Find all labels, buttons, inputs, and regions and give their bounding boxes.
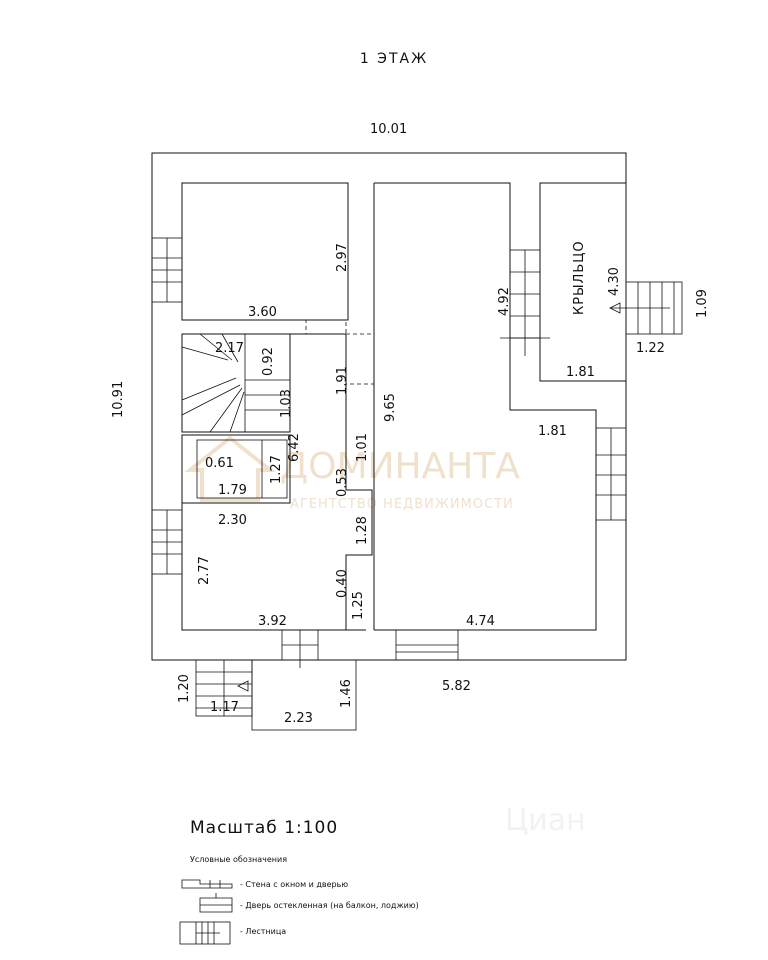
dim-bottom-582: 5.82 xyxy=(442,679,471,694)
legend-item-stair: - Лестница xyxy=(240,927,287,936)
door-opening-hall xyxy=(345,333,375,385)
bathroom xyxy=(181,434,291,504)
room-top-left xyxy=(181,182,349,321)
window-left-top xyxy=(151,237,183,303)
dim-hall-053: 0.53 xyxy=(335,468,350,497)
window-bottom xyxy=(395,629,459,661)
dim-top-width: 10.01 xyxy=(370,122,407,137)
legend-wall-icon xyxy=(181,879,233,889)
watermark-sub: АГЕНТСТВО НЕДВИЖИМОСТИ xyxy=(290,497,514,512)
dim-step-223: 2.23 xyxy=(284,711,313,726)
dim-bath-127: 1.27 xyxy=(269,455,284,484)
dim-room-bl-277: 2.77 xyxy=(197,556,212,585)
dim-stair-092: 0.92 xyxy=(261,347,276,376)
porch-label: КРЫЛЬЦО xyxy=(572,240,587,315)
dim-stair-top: 2.17 xyxy=(215,341,244,356)
dim-room-bl-392: 3.92 xyxy=(258,614,287,629)
room-large xyxy=(374,182,597,631)
dim-left-height: 10.91 xyxy=(111,381,126,418)
watermark-house-icon xyxy=(184,435,276,502)
door-porch xyxy=(500,249,550,356)
dim-room-tl-width: 3.60 xyxy=(248,305,277,320)
door-opening-top xyxy=(305,319,347,335)
dim-porch-430: 4.30 xyxy=(607,267,622,296)
dim-bath-061: 0.61 xyxy=(205,456,234,471)
scale-label: Масштаб 1:100 xyxy=(190,818,339,838)
dimension-labels: 10.01 10.91 2.97 3.60 2.17 0.92 1.03 1.9… xyxy=(111,122,710,726)
dim-bath-179: 1.79 xyxy=(218,483,247,498)
dim-step-120: 1.20 xyxy=(177,674,192,703)
dim-big-181-mid: 1.81 xyxy=(538,424,567,439)
dim-stair-191: 1.91 xyxy=(335,366,350,395)
dim-big-965: 9.65 xyxy=(383,393,398,422)
dim-hall-125: 1.25 xyxy=(351,591,366,620)
entrance-steps-bottom xyxy=(195,659,357,731)
dim-porch-181: 1.81 xyxy=(566,365,595,380)
dim-hall-642: 6.42 xyxy=(287,433,302,462)
dim-step-146: 1.46 xyxy=(339,679,354,708)
entrance-door-bottom xyxy=(281,629,319,668)
window-right xyxy=(595,427,627,521)
dim-big-492: 4.92 xyxy=(497,287,512,316)
window-left-bottom xyxy=(151,509,183,575)
hall-wall xyxy=(290,333,373,630)
dim-hall-128: 1.28 xyxy=(355,516,370,545)
dim-porch-122: 1.22 xyxy=(636,341,665,356)
porch-steps-right xyxy=(609,281,683,335)
floor-title: 1 ЭТАЖ xyxy=(360,51,428,67)
legend-stair-icon xyxy=(179,921,231,945)
watermark: ДОМИНАНТА АГЕНТСТВО НЕДВИЖИМОСТИ Циан xyxy=(184,435,586,838)
dim-porch-109: 1.09 xyxy=(695,289,710,318)
dim-hall-040: 0.40 xyxy=(335,569,350,598)
dim-big-474: 4.74 xyxy=(466,614,495,629)
outer-wall xyxy=(151,152,627,661)
legend-door-icon xyxy=(199,897,233,913)
dim-room-bl-230: 2.30 xyxy=(218,513,247,528)
dim-room-tl-height: 2.97 xyxy=(335,243,350,272)
watermark-brand: ДОМИНАНТА xyxy=(280,446,520,487)
dim-step-117: 1.17 xyxy=(210,700,239,715)
staircase xyxy=(181,333,291,433)
legend-heading: Условные обозначения xyxy=(190,855,288,864)
legend-item-wall: - Стена с окном и дверью xyxy=(240,880,349,889)
dim-stair-103: 1.03 xyxy=(279,389,294,418)
watermark-corner: Циан xyxy=(505,803,586,838)
legend-item-door: - Дверь остекленная (на балкон, лоджию) xyxy=(240,901,419,910)
dim-hall-101: 1.01 xyxy=(355,433,370,462)
legend-symbols xyxy=(179,879,233,945)
